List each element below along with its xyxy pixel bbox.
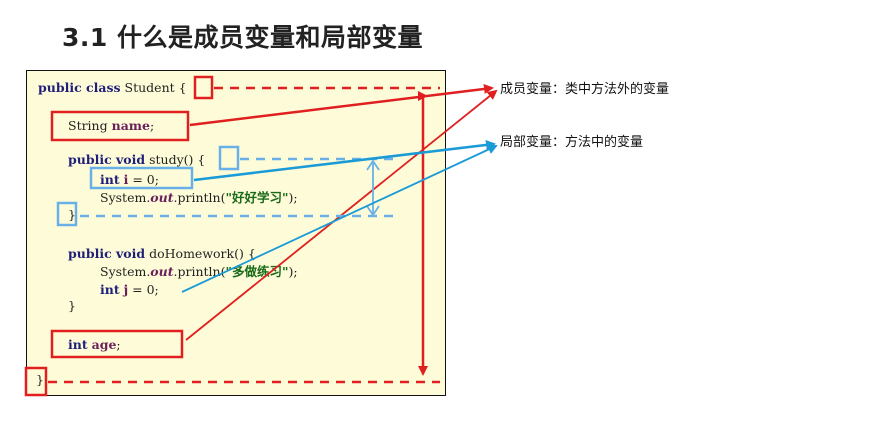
- code-line-println-homework: System.out.println("多做练习");: [100, 264, 298, 280]
- study-scope-arrow-down: [366, 205, 380, 217]
- code-line-int-j: int j = 0;: [100, 282, 159, 298]
- keyword: int: [100, 172, 120, 187]
- close-brace: }: [68, 207, 76, 222]
- code-line-int-i: int i = 0;: [100, 172, 159, 188]
- semicolon: ;: [149, 118, 155, 133]
- variable: j: [123, 282, 129, 297]
- end: );: [288, 264, 298, 279]
- code-line-println-study: System.out.println("好好学习");: [100, 190, 298, 206]
- variable: i: [123, 172, 129, 187]
- field: out: [150, 190, 174, 205]
- string: "好好学习": [225, 190, 289, 205]
- age-field-box: [50, 329, 184, 359]
- i-to-local-arrow: [193, 139, 496, 182]
- study-open-brace-box: [218, 145, 240, 171]
- code-line-close-class: }: [36, 372, 44, 388]
- code-line-homework-decl: public void doHomework() {: [68, 246, 256, 262]
- keyword: int: [68, 337, 88, 352]
- field: out: [150, 264, 174, 279]
- object: System.: [100, 264, 151, 279]
- keyword: public void: [68, 152, 146, 167]
- keyword: int: [100, 282, 120, 297]
- open-brace: {: [178, 80, 187, 95]
- code-line-name-field: String name;: [68, 118, 154, 134]
- type: String: [68, 118, 108, 133]
- close-brace: }: [68, 298, 76, 313]
- class-close-brace-box: [24, 366, 48, 397]
- code-line-close-study: }: [68, 207, 76, 223]
- object: System.: [100, 190, 151, 205]
- variable: age: [91, 337, 117, 352]
- study-close-brace-box: [56, 201, 78, 227]
- close-brace: }: [36, 372, 44, 387]
- keyword: public class: [38, 80, 121, 95]
- call: .println(: [173, 264, 226, 279]
- open-brace: {: [247, 246, 256, 261]
- code-line-int-age: int age;: [68, 337, 121, 353]
- end: );: [288, 190, 298, 205]
- j-to-local-arrow: [181, 144, 498, 293]
- keyword: public void: [68, 246, 146, 261]
- page-title: 3.1 什么是成员变量和局部变量: [62, 23, 423, 52]
- name-to-member-arrow: [189, 84, 494, 127]
- code-line-study-decl: public void study() {: [68, 152, 205, 168]
- study-scope-arrow-up: [366, 159, 380, 171]
- code-panel: [26, 70, 446, 396]
- variable: name: [111, 118, 150, 133]
- local-variable-label: 局部变量：方法中的变量: [500, 135, 644, 150]
- open-brace: {: [197, 152, 206, 167]
- method-name: study(): [149, 152, 194, 167]
- call: .println(: [173, 190, 226, 205]
- method-name: doHomework(): [149, 246, 244, 261]
- name-field-box: [50, 110, 190, 142]
- class-open-brace-box: [193, 75, 214, 100]
- code-line-close-homework: }: [68, 298, 76, 314]
- int-i-box: [89, 166, 194, 190]
- assignment: = 0;: [132, 282, 159, 297]
- semicolon: ;: [116, 337, 121, 352]
- code-line-class-decl: public class Student {: [38, 80, 187, 96]
- class-name: Student: [124, 80, 175, 95]
- assignment: = 0;: [132, 172, 159, 187]
- string: "多做练习": [225, 264, 289, 279]
- member-variable-label: 成员变量：类中方法外的变量: [500, 82, 670, 97]
